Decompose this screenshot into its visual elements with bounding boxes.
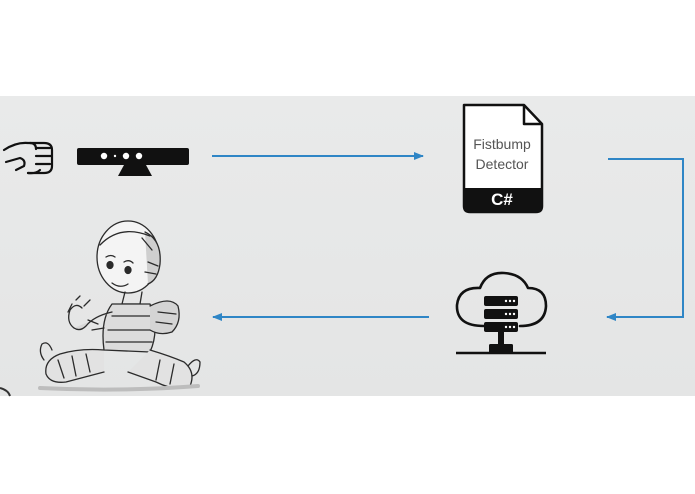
edge-artifact <box>0 387 11 397</box>
code-file-icon <box>462 103 544 214</box>
depth-sensor-icon <box>77 148 189 176</box>
cloud-server-icon <box>455 271 548 355</box>
detector-language-badge: C# <box>491 190 513 209</box>
fist-icon <box>2 141 54 175</box>
detector-label-line2: Detector <box>475 156 529 172</box>
detector-file-label: Fistbump Detector <box>464 134 540 174</box>
arrow-detector-to-cloud <box>606 158 684 321</box>
robot-icon <box>38 220 201 392</box>
detector-label-line1: Fistbump <box>473 136 531 152</box>
